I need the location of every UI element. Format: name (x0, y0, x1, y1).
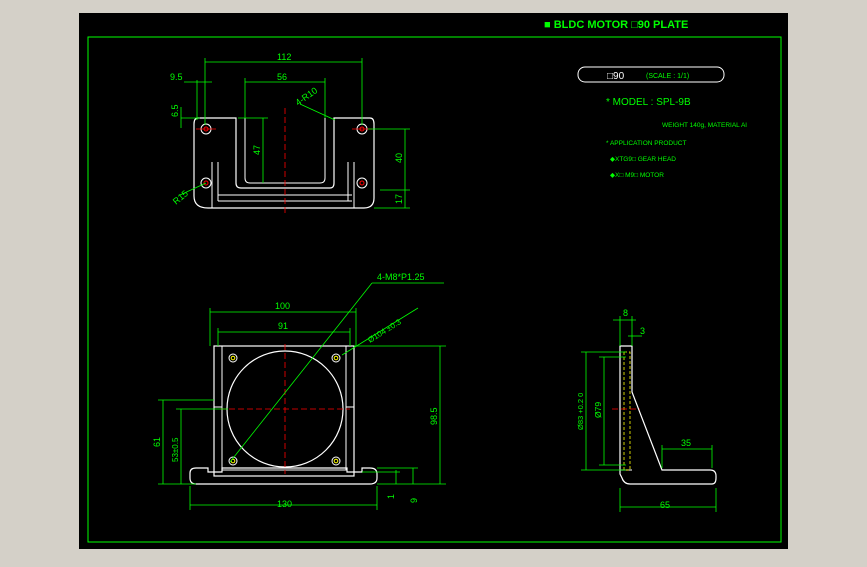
dim-8: 8 (623, 308, 628, 318)
dim-35: 35 (681, 438, 691, 448)
size-label-box (577, 66, 725, 83)
top-view-outline (193, 117, 375, 209)
scale-label: (SCALE : 1/1) (646, 73, 689, 80)
weight-line: WEIGHT 140g, MATERIAL Al (662, 122, 747, 129)
spec-panel: □90 (SCALE : 1/1) * MODEL : SPL-9B WEIGH… (577, 66, 747, 179)
dim-9: 9 (409, 498, 419, 503)
application-line: * APPLICATION PRODUCT (606, 140, 686, 147)
dim-6-5: 6.5 (170, 104, 180, 117)
dim-65: 65 (660, 500, 670, 510)
drawing-title: ■ BLDC MOTOR □90 PLATE (544, 19, 688, 31)
dim-17: 17 (394, 194, 404, 204)
thread-callout: 4-M8*P1.25 (377, 272, 425, 282)
dim-40: 40 (394, 153, 404, 163)
dim-47: 47 (252, 145, 262, 155)
dim-53: 53±0.5 (171, 437, 180, 462)
side-bracket-outline (619, 345, 717, 485)
dim-100: 100 (275, 301, 290, 311)
drawing-frame (87, 36, 782, 543)
mount-hole (200, 177, 212, 189)
dim-1: 1 (386, 494, 396, 499)
gear-head-line: ◆XTG9□ GEAR HEAD (610, 156, 676, 163)
dim-3: 3 (640, 326, 645, 336)
dim-98-5: 98.5 (429, 407, 439, 425)
side-view: 8 3 Ø83 +0.2 0 Ø79 35 65 (576, 308, 717, 512)
size-label: □90 (607, 71, 625, 82)
dim-9-5: 9.5 (170, 72, 183, 82)
dim-61: 61 (152, 437, 162, 447)
model-line: * MODEL : SPL-9B (606, 97, 691, 108)
dim-83: Ø83 +0.2 0 (576, 393, 585, 430)
mount-hole (356, 177, 368, 189)
dim-56: 56 (277, 72, 287, 82)
dim-91: 91 (278, 321, 288, 331)
dim-79: Ø79 (593, 402, 603, 418)
motor-line: ◆X□ M9□ MOTOR (610, 172, 664, 179)
drawing-sheet (79, 13, 788, 549)
dim-130: 130 (277, 499, 292, 509)
dim-112: 112 (277, 52, 291, 62)
